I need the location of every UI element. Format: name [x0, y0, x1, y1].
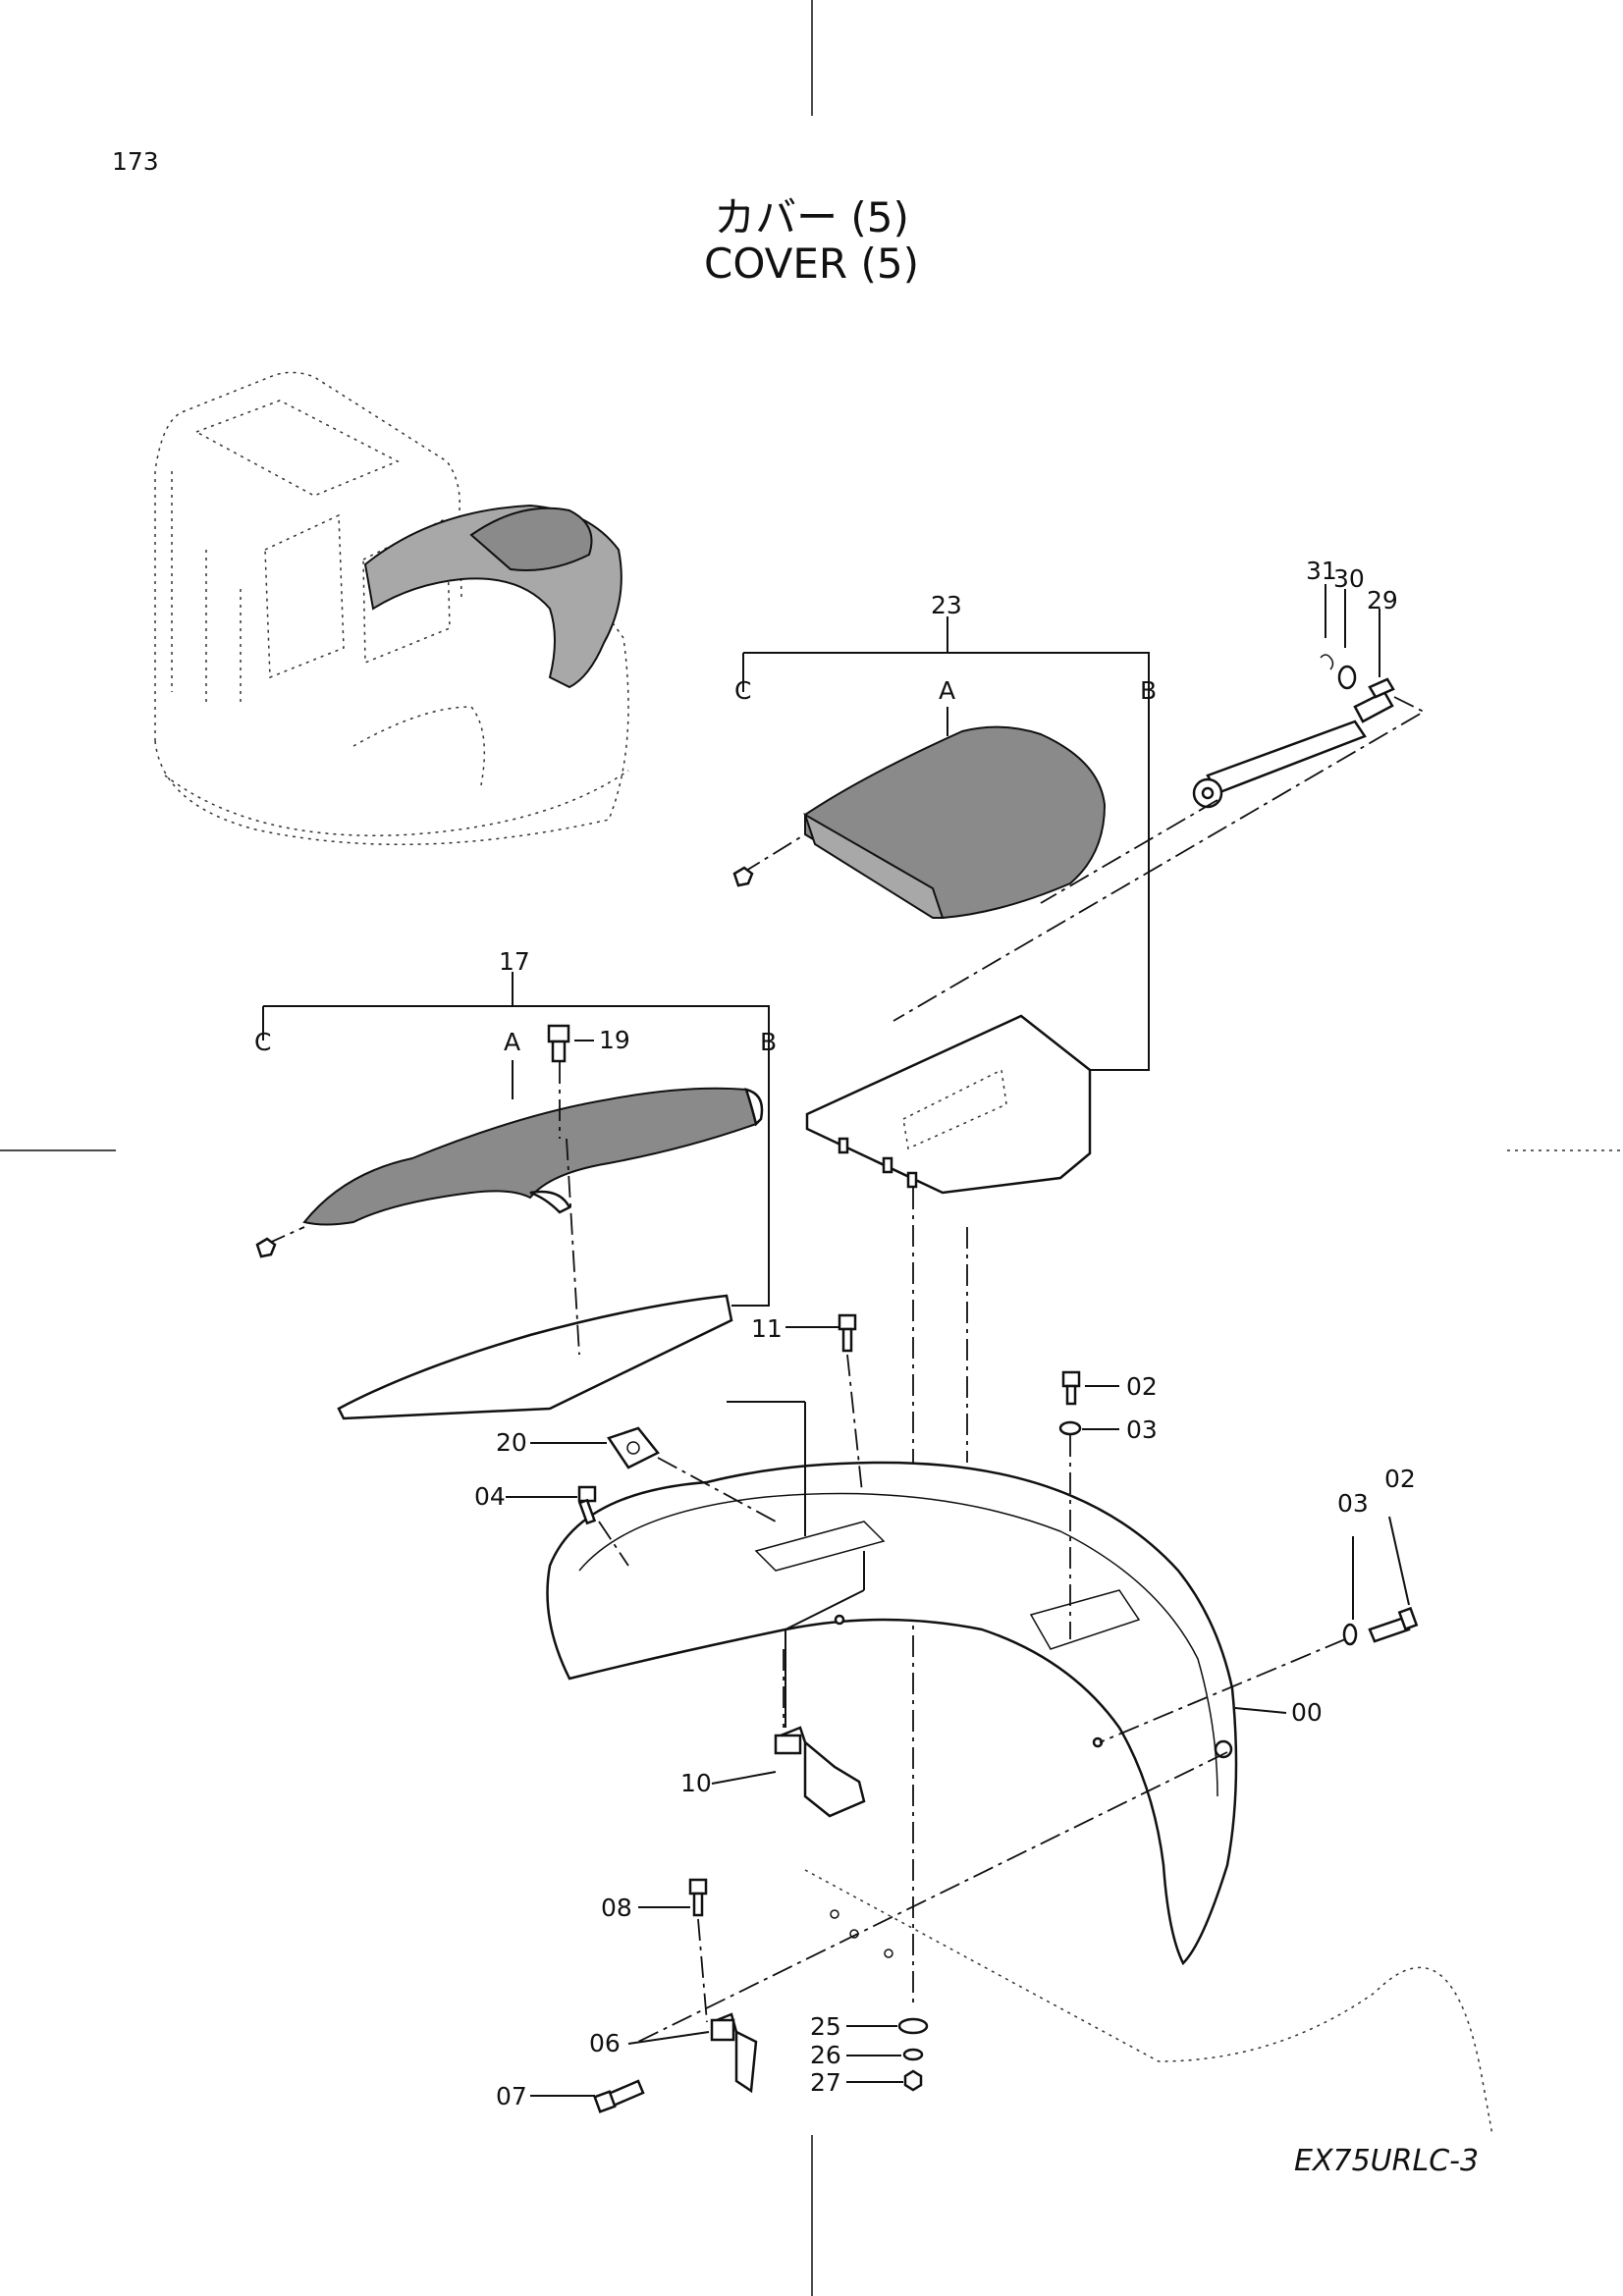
callout-17-b: B [760, 1028, 777, 1056]
callout-11: 11 [751, 1314, 783, 1343]
callout-07: 07 [496, 2082, 527, 2110]
callout-25: 25 [810, 2012, 841, 2041]
callout-17-c: C [254, 1028, 271, 1056]
callout-02-upper: 02 [1126, 1372, 1158, 1401]
callout-06: 06 [589, 2029, 621, 2057]
callout-20: 20 [496, 1428, 527, 1457]
callout-27: 27 [810, 2068, 841, 2097]
leader-lines [506, 1040, 1410, 2097]
callout-17: 17 [499, 947, 530, 976]
callout-29: 29 [1367, 586, 1398, 614]
callout-02-right: 02 [1384, 1465, 1416, 1493]
part-02-03-upper [1058, 1370, 1082, 1639]
callout-23-a: A [939, 676, 955, 705]
model-code: EX75URLC-3 [1294, 2144, 1480, 2178]
part-08-bolt [688, 1878, 708, 2023]
part-29-rod [893, 584, 1426, 1022]
part-25-26-27-hardware [897, 2017, 929, 2092]
title-english: COVER (5) [704, 240, 919, 288]
callout-08: 08 [601, 1894, 632, 1922]
part-04-bolt [577, 1485, 629, 1567]
part-17-panel [255, 972, 770, 1420]
callout-23-c: C [734, 676, 751, 705]
callout-31: 31 [1306, 557, 1337, 585]
callout-10: 10 [680, 1769, 712, 1797]
part-10-bracket [774, 1649, 866, 1818]
callout-17-a: A [504, 1028, 520, 1056]
part-02-03-right [1342, 1606, 1419, 1646]
frame-outline [804, 1869, 1493, 2136]
part-23-cover [732, 616, 1150, 1071]
excavator-overview [154, 371, 629, 846]
callout-00: 00 [1291, 1698, 1323, 1727]
callout-23: 23 [931, 591, 962, 619]
callout-26: 26 [810, 2041, 841, 2069]
part-23-floor-plate [805, 1014, 1092, 2002]
page-number: 173 [112, 147, 159, 176]
part-06-bracket [710, 2012, 758, 2094]
part-11-bolt [838, 1313, 863, 1493]
callout-30: 30 [1333, 564, 1365, 593]
part-07-bolt [593, 2079, 645, 2113]
callout-03-right: 03 [1337, 1489, 1369, 1518]
frame-holes [830, 1909, 893, 1958]
callout-19: 19 [599, 1026, 630, 1054]
callout-04: 04 [474, 1482, 506, 1511]
callout-23-b: B [1140, 676, 1157, 705]
callout-03-upper: 03 [1126, 1415, 1158, 1444]
callout-labels: 23 C A B 17 C A B 19 31 30 29 11 02 03 0… [254, 557, 1416, 2110]
title-japanese: カバー (5) [714, 193, 909, 241]
part-00-fender [546, 1461, 1346, 2043]
part-19-bolt [547, 1024, 570, 1139]
part-20-nut-plate [607, 1426, 777, 1522]
